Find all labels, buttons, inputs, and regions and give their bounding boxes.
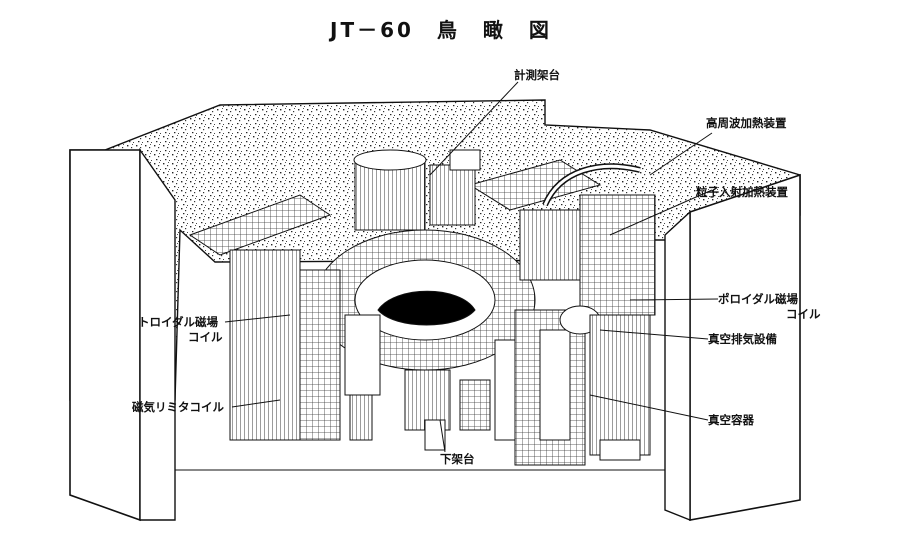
- leader-rf-heating: [649, 132, 713, 176]
- label-poloidal-coil-line2: コイル: [786, 307, 821, 321]
- leader-nbi-heating: [609, 189, 713, 236]
- label-poloidal-coil-line1: ポロイダル磁場: [718, 292, 799, 306]
- label-lower-stand: 下架台: [440, 452, 475, 466]
- leader-lines: [224, 81, 719, 453]
- label-toroidal-coil-line2: コイル: [188, 330, 223, 344]
- label-vacuum-exhaust: 真空排気設備: [708, 332, 777, 346]
- label-limiter-coil: 磁気リミタコイル: [132, 400, 224, 414]
- leader-vacuum-exhaust: [599, 329, 709, 340]
- diagram-title: JT－60 鳥 瞰 図: [330, 18, 552, 42]
- leader-vacuum-vessel: [589, 394, 709, 421]
- label-toroidal-coil-line1: トロイダル磁場: [138, 315, 219, 329]
- label-measurement-stand: 計測架台: [514, 68, 560, 82]
- leader-limiter-coil: [231, 399, 281, 408]
- leader-measurement-stand: [429, 81, 519, 176]
- leader-poloidal-coil: [629, 298, 719, 301]
- label-nbi-heating: 粒子入射加熱装置: [696, 185, 788, 199]
- label-rf-heating: 高周波加熱装置: [706, 116, 787, 130]
- label-vacuum-vessel: 真空容器: [708, 413, 754, 427]
- leader-lower-stand: [439, 419, 446, 453]
- leader-toroidal-coil: [224, 314, 291, 323]
- machinery: [175, 149, 665, 471]
